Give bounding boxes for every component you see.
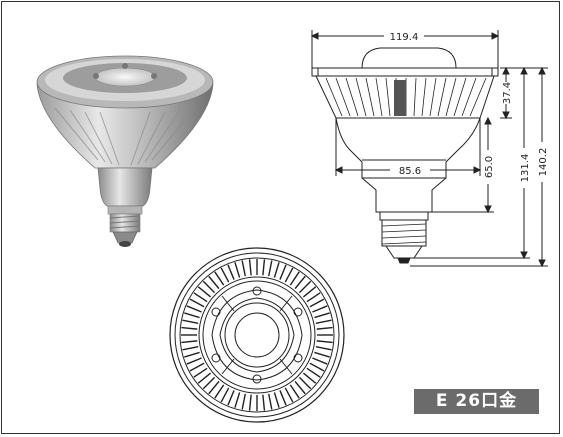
front-fin-slot (315, 319, 332, 324)
front-fin-slot (316, 326, 333, 330)
front-fin-slot (193, 292, 208, 303)
bulb-photo (36, 55, 214, 247)
front-fin-slot (186, 305, 202, 313)
front-fin-slot (309, 298, 325, 308)
front-fin-slot (268, 260, 273, 277)
front-fin-slot (315, 346, 332, 351)
front-fin-slot (214, 271, 225, 286)
bulb-front-view (169, 247, 345, 423)
front-fin-slot (316, 340, 333, 344)
front-fin-slot (208, 275, 220, 290)
front-fin-slot (273, 392, 280, 408)
front-fin-slot (202, 280, 216, 294)
front-fin-slot (220, 387, 230, 403)
front-fin-slot (294, 275, 306, 290)
front-fin-slot (309, 362, 325, 372)
front-fin-slot (186, 357, 202, 365)
front-fin-slot (214, 384, 225, 399)
front-fin-slot (284, 267, 294, 283)
front-fin-slot (312, 305, 328, 313)
socket-type-badge: E 26口金 (414, 389, 539, 414)
front-fin-slot (268, 393, 273, 410)
front-fin-slot (279, 264, 287, 280)
front-fin-slot (262, 394, 266, 411)
front-fin-slot (294, 380, 306, 395)
front-fin-slot (314, 312, 330, 319)
dim-neck-height: 65.0 (484, 156, 495, 178)
front-fin-slot (227, 264, 235, 280)
front-fin-slot (220, 267, 230, 283)
front-fin-slot (298, 376, 312, 390)
front-fin-slot (234, 262, 241, 278)
front-fin-slot (189, 362, 205, 372)
front-fin-slot (302, 372, 317, 384)
front-fin-slot (227, 390, 235, 406)
front-fin-slot (262, 259, 266, 276)
bulb-side-drawing (310, 30, 548, 268)
front-fin-slot (202, 376, 216, 390)
front-fin-slot (189, 298, 205, 308)
front-fin-slot (302, 286, 317, 298)
front-fin-slot (284, 387, 294, 403)
front-fin-slot (193, 367, 208, 378)
front-fin-slot (248, 394, 252, 411)
front-fin-slot (241, 260, 246, 277)
front-fin-slot (248, 259, 252, 276)
front-fin-slot (184, 312, 200, 319)
front-fin-slot (306, 292, 321, 303)
front-fin-slot (182, 319, 199, 324)
front-fin-slot (182, 346, 199, 351)
dim-body-height: 131.4 (520, 154, 531, 183)
dim-total-height: 140.2 (538, 148, 549, 177)
front-fin-slot (241, 393, 246, 410)
front-fin-slot (289, 271, 300, 286)
front-fin-slot (306, 367, 321, 378)
front-fin-slot (197, 286, 212, 298)
front-fin-slot (312, 357, 328, 365)
front-fin-slot (273, 262, 280, 278)
front-fin-slot (208, 380, 220, 395)
front-fin-slot (234, 392, 241, 408)
front-fin-slot (314, 351, 330, 358)
front-fin-slot (181, 326, 198, 330)
front-fin-slot (181, 340, 198, 344)
dim-head-height: 37.4 (502, 82, 513, 104)
dim-neck-width: 85.6 (399, 166, 421, 177)
front-fin-slot (279, 390, 287, 406)
front-fin-slot (289, 384, 300, 399)
dim-top-width: 119.4 (390, 32, 419, 43)
front-fin-slot (197, 372, 212, 384)
front-fin-slot (184, 351, 200, 358)
front-fin-slot (298, 280, 312, 294)
